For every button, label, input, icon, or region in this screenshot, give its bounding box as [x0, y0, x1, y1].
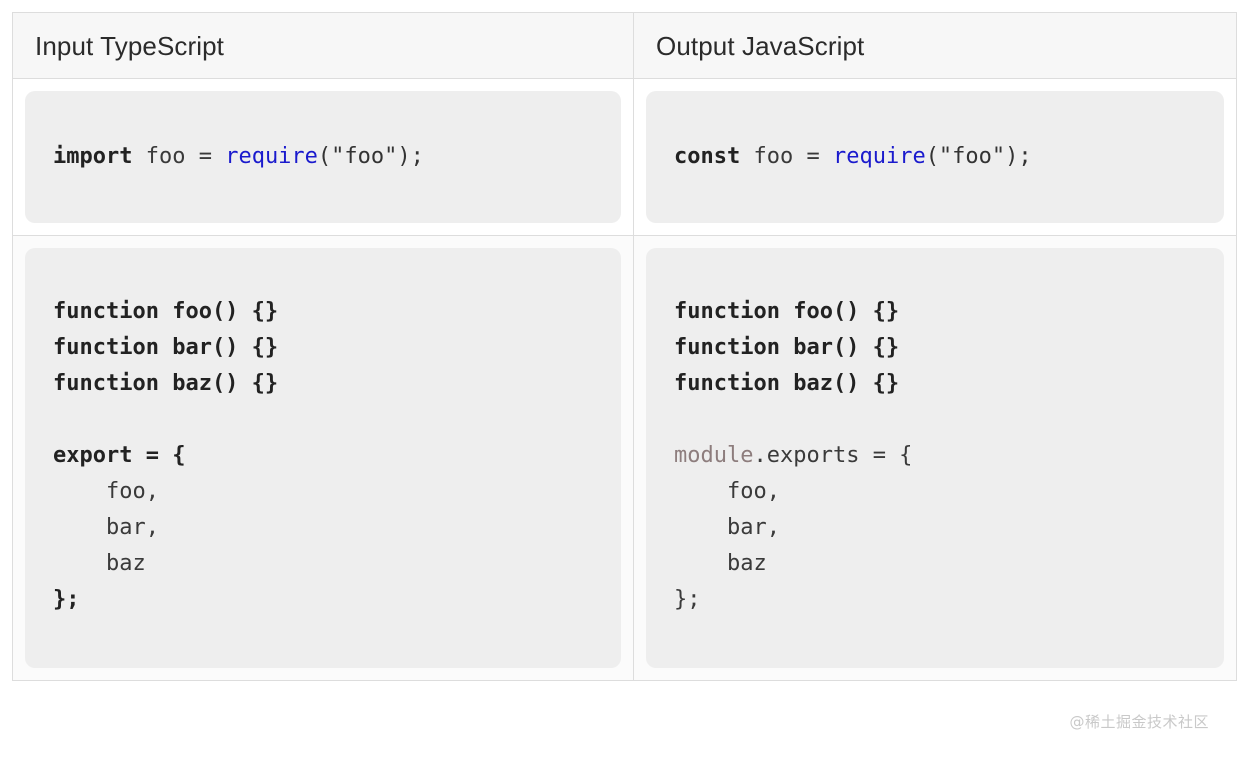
cell-input-row-2: function foo() {} function bar() {} functi…: [12, 235, 634, 681]
header-row: Input TypeScript Output JavaScript: [12, 12, 1237, 79]
code-line: };: [53, 582, 593, 618]
table-body: import foo = require("foo"); const foo =…: [12, 78, 1237, 681]
code-line: baz: [674, 546, 1196, 582]
code-token: baz: [674, 551, 767, 576]
code-token: foo =: [753, 144, 833, 169]
code-line: const foo = require("foo");: [674, 139, 1196, 175]
code-token: module: [674, 443, 754, 468]
code-token: function baz() {}: [53, 371, 279, 396]
code-blank-line: [674, 402, 1196, 438]
code-line: function bar() {}: [674, 330, 1196, 366]
code-token: foo,: [53, 479, 159, 504]
code-token: require: [225, 144, 318, 169]
code-line: export = {: [53, 438, 593, 474]
code-blank-line: [53, 402, 593, 438]
code-line: function bar() {}: [53, 330, 593, 366]
code-line: foo,: [53, 474, 593, 510]
code-token: import: [53, 144, 146, 169]
table-row: import foo = require("foo"); const foo =…: [12, 78, 1237, 236]
code-block-input-import: import foo = require("foo");: [25, 91, 621, 223]
code-token: function foo() {}: [53, 299, 279, 324]
cell-output-row-1: const foo = require("foo");: [633, 78, 1237, 236]
code-token: foo,: [674, 479, 780, 504]
watermark-label: @稀土掘金技术社区: [1069, 713, 1209, 731]
comparison-table-container: Input TypeScript Output JavaScript impor…: [12, 12, 1237, 748]
table-header: Input TypeScript Output JavaScript: [12, 12, 1237, 79]
code-line: import foo = require("foo");: [53, 139, 593, 175]
code-token: export = {: [53, 443, 186, 468]
code-block-input-export: function foo() {} function bar() {} functi…: [25, 248, 621, 668]
code-token: foo =: [145, 144, 226, 169]
code-line: };: [674, 582, 1196, 618]
code-token: function bar() {}: [53, 335, 279, 360]
code-token: function foo() {}: [674, 299, 900, 324]
code-token: require: [832, 144, 926, 169]
code-line: foo,: [674, 474, 1196, 510]
code-line: baz: [53, 546, 593, 582]
code-token: };: [53, 587, 80, 612]
cell-output-row-2: function foo() {} function bar() {} functi…: [633, 235, 1237, 681]
code-token: const: [674, 144, 754, 169]
code-line: function baz() {}: [674, 366, 1196, 402]
code-line: function baz() {}: [53, 366, 593, 402]
code-token: bar,: [53, 515, 159, 540]
code-token: function bar() {}: [674, 335, 900, 360]
code-token: .exports = {: [753, 443, 913, 468]
code-token: function baz() {}: [674, 371, 900, 396]
typescript-javascript-comparison-table: Input TypeScript Output JavaScript impor…: [12, 12, 1237, 681]
code-line: bar,: [53, 510, 593, 546]
code-token: };: [674, 587, 701, 612]
code-token: ("foo");: [317, 144, 424, 169]
code-token: baz: [53, 551, 146, 576]
code-line: function foo() {}: [674, 294, 1196, 330]
code-line: function foo() {}: [53, 294, 593, 330]
code-line: bar,: [674, 510, 1196, 546]
column-header-output-javascript: Output JavaScript: [633, 12, 1237, 79]
column-header-input-typescript: Input TypeScript: [12, 12, 634, 79]
cell-input-row-1: import foo = require("foo");: [12, 78, 634, 236]
code-line: module.exports = {: [674, 438, 1196, 474]
code-token: bar,: [674, 515, 780, 540]
code-block-output-module-exports: function foo() {} function bar() {} functi…: [646, 248, 1224, 668]
code-token: ("foo");: [925, 144, 1032, 169]
table-row: function foo() {} function bar() {} functi…: [12, 235, 1237, 681]
code-block-output-const: const foo = require("foo");: [646, 91, 1224, 223]
